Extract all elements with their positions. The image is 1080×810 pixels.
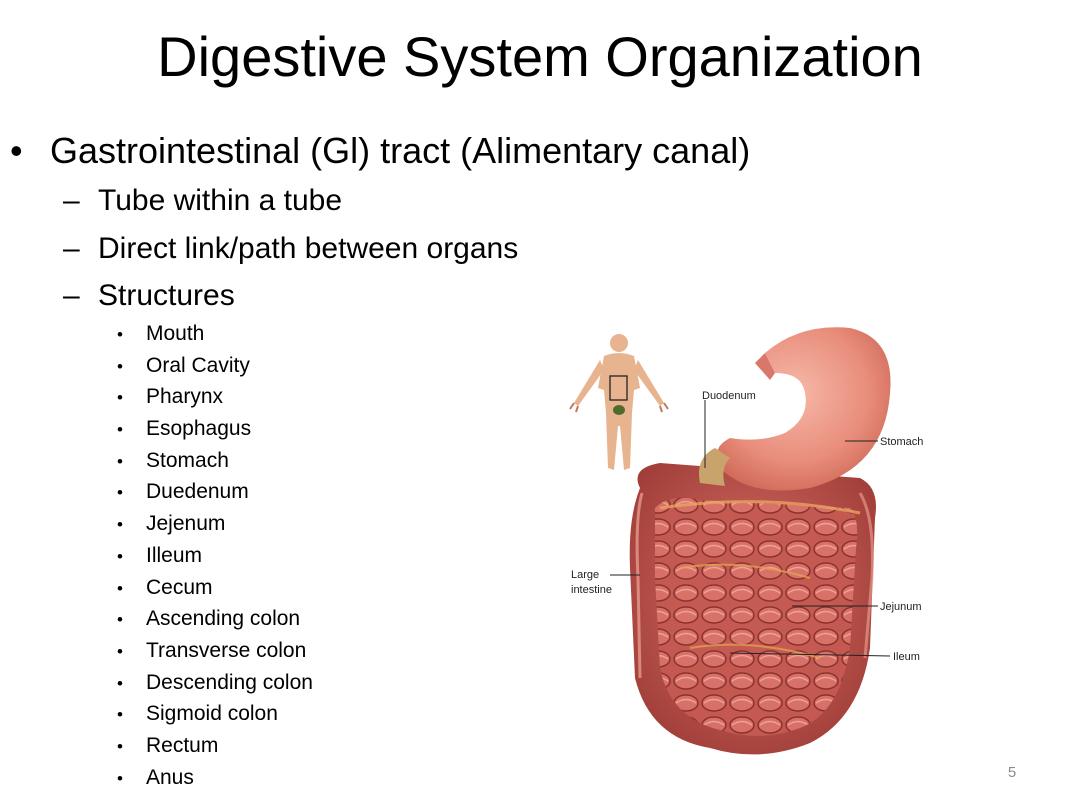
list-item: •Rectum [117,733,219,757]
list-item: •Pharynx [117,385,224,409]
label-jejunum: Jejunum [880,601,922,613]
list-item: •Esophagus [117,417,252,441]
label-large-intestine-2: intestine [571,584,612,596]
list-item: •Sigmoid colon [117,702,278,726]
subbullet-link-text: Direct link/path between organs [98,232,519,265]
label-leader-lines [610,400,891,657]
label-ileum: Ileum [893,651,920,663]
list-item: •Cecum [117,575,213,599]
page-number: 5 [1007,764,1017,781]
subbullet-structures: –Structures [63,276,235,316]
list-item: •Oral Cavity [117,353,250,377]
subbullet-structures-text: Structures [98,279,235,312]
body-figure-icon [569,334,669,470]
subbullet-link: –Direct link/path between organs [63,229,518,269]
list-item: •Stomach [117,448,229,472]
bullet-dot: • [10,130,23,171]
bullet-gi-tract: • Gastrointestinal (Gl) tract (Alimentary… [10,128,750,174]
list-item: •Descending colon [117,670,313,694]
list-item: •Transverse colon [117,638,307,662]
intestines-illustration [629,463,876,755]
structures-list: •Mouth •Oral Cavity •Pharynx •Esophagus … [117,318,313,793]
slide-title: Digestive System Organization [157,25,923,88]
dash-mark: – [63,232,80,265]
stomach-illustration [699,327,891,491]
dash-mark: – [63,184,80,217]
digestive-system-illustration: Duodenum Stomach Large intestine Jejunum… [569,327,923,755]
list-item: •Duedenum [117,480,249,504]
list-item: •Ascending colon [117,607,301,631]
bullet-gi-tract-text: Gastrointestinal (Gl) tract (Alimentary … [50,130,751,171]
label-large-intestine-1: Large [571,569,599,581]
subbullet-tube-text: Tube within a tube [98,184,343,217]
list-item: •Jejenum [117,512,226,536]
subbullet-tube: –Tube within a tube [63,181,342,221]
list-item: •Anus [117,765,194,789]
label-duodenum: Duodenum [702,390,756,402]
dash-mark: – [63,279,80,312]
label-stomach: Stomach [880,436,923,448]
list-item: •Illeum [117,543,203,567]
list-item: •Mouth [117,322,205,345]
